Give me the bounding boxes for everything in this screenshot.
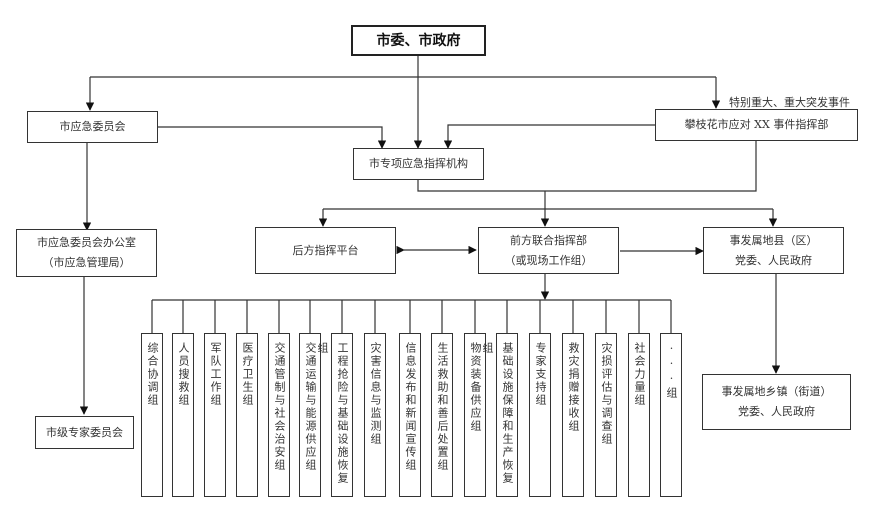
working-group-label: 灾损评估与调查组 [600, 342, 613, 446]
node-label: 后方指挥平台 [292, 243, 359, 257]
node-label-line1: 市应急委员会办公室 [37, 236, 136, 249]
city-party-government: 市委、市政府 [351, 25, 486, 56]
special-incident-hq: 攀枝花市应对 XX 事件指挥部 [655, 109, 858, 141]
working-group-label: 军队工作组 [209, 342, 222, 407]
working-group-box: 社会力量组 [628, 333, 650, 497]
working-group-label: 救灾捐赠接收组 [567, 342, 580, 433]
special-emergency-agency: 市专项应急指挥机构 [353, 148, 484, 180]
working-group-label: 社会力量组 [633, 342, 646, 407]
working-group-box: 信息发布和新闻宣传组 [399, 333, 421, 497]
node-label: 攀枝花市应对 XX 事件指挥部 [684, 118, 829, 131]
line-hq-to-agency [443, 124, 656, 149]
working-group-label: 灾害信息与监测组 [369, 342, 382, 446]
working-group-label: 基础设施保障和生产恢复组 [481, 342, 514, 485]
working-group-box: 综合协调组 [141, 333, 163, 497]
working-group-label: ···组 [665, 342, 678, 400]
node-label-line2: 党委、人民政府 [738, 405, 815, 418]
front-joint-command: 前方联合指挥部 （或现场工作组） [478, 227, 619, 274]
working-group-box: 生活救助和善后处置组 [431, 333, 453, 497]
node-label-line2: （或现场工作组） [504, 253, 593, 267]
working-group-box: 军队工作组 [204, 333, 226, 497]
line-committee-to-agency [158, 126, 387, 149]
node-label-line2: 党委、人民政府 [735, 253, 812, 267]
working-group-box: 交通管制与社会治安组 [268, 333, 290, 497]
working-group-label: 生活救助和善后处置组 [436, 342, 449, 472]
working-group-box: 专家支持组 [529, 333, 551, 497]
working-group-box: 灾害信息与监测组 [364, 333, 386, 497]
node-label-line1: 事发属地乡镇（街道） [721, 385, 832, 398]
working-group-label: 信息发布和新闻宣传组 [404, 342, 417, 472]
working-group-label: 物资装备供应组 [469, 342, 482, 433]
working-group-box: 救灾捐赠接收组 [562, 333, 584, 497]
working-group-label: 人员搜救组 [177, 342, 190, 407]
node-label-line1: 前方联合指挥部 [510, 233, 587, 247]
node-label-line1: 事发属地县（区） [729, 233, 818, 247]
node-label: 市级专家委员会 [46, 425, 123, 439]
working-group-box: 基础设施保障和生产恢复组 [481, 333, 518, 497]
working-group-label: 医疗卫生组 [241, 342, 254, 407]
working-group-label: 专家支持组 [534, 342, 547, 407]
line-agency-merge [417, 141, 757, 192]
working-group-box: 灾损评估与调查组 [595, 333, 617, 497]
major-incident-note: 特别重大、重大突发事件 [729, 96, 850, 109]
node-label: 市专项应急指挥机构 [369, 157, 468, 170]
town-government: 事发属地乡镇（街道） 党委、人民政府 [702, 374, 851, 430]
working-group-box: 人员搜救组 [172, 333, 194, 497]
city-expert-committee: 市级专家委员会 [35, 416, 134, 449]
working-group-box: 工程抢险与基础设施恢复组 [316, 333, 353, 497]
node-label: 市应急委员会 [59, 120, 126, 133]
working-group-box: ···组 [660, 333, 682, 497]
working-group-label: 综合协调组 [146, 342, 159, 407]
county-government: 事发属地县（区） 党委、人民政府 [703, 227, 844, 274]
working-group-box: 物资装备供应组 [464, 333, 486, 497]
node-label-line2: （市应急管理局） [42, 256, 131, 269]
working-group-box: 交通运输与能源供应组 [299, 333, 321, 497]
working-group-label: 交通管制与社会治安组 [273, 342, 286, 472]
emergency-office: 市应急委员会办公室 （市应急管理局） [16, 229, 157, 277]
node-label: 市委、市政府 [376, 32, 461, 49]
working-group-label: 交通运输与能源供应组 [304, 342, 317, 472]
working-group-label: 工程抢险与基础设施恢复组 [316, 342, 349, 485]
city-emergency-committee: 市应急委员会 [27, 111, 158, 143]
working-group-box: 医疗卫生组 [236, 333, 258, 497]
rear-command-platform: 后方指挥平台 [255, 227, 396, 274]
